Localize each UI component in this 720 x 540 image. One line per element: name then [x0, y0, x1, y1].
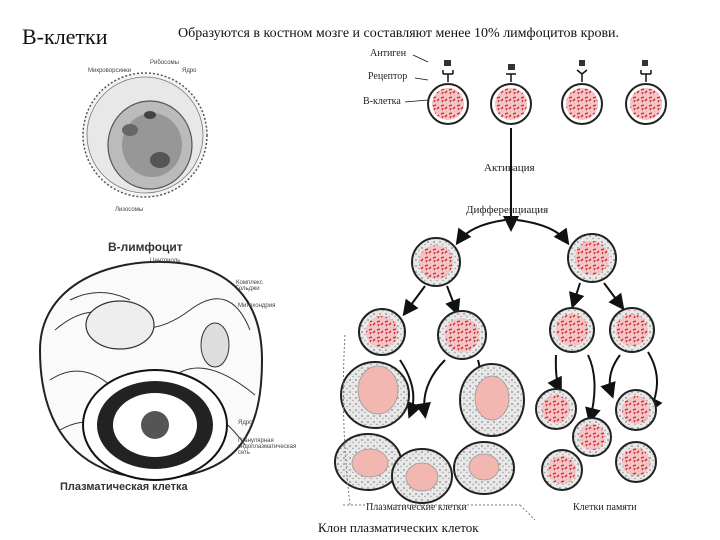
label-mito: Митохондрия: [238, 303, 276, 309]
legend-receptor: Рецептор: [368, 71, 408, 82]
label-plasma-cells: Плазматические клетки: [366, 502, 467, 513]
plasma-cell-title: Плазматическая клетка: [60, 481, 188, 493]
label-nucleus: Ядро: [238, 420, 253, 426]
page-title: В-клетки: [22, 24, 108, 49]
label-er: Гранулярная эндоплазматическая сеть: [238, 438, 297, 456]
memory-cells: [535, 388, 657, 491]
b-lymphocyte-title: В-лимфоцит: [108, 240, 183, 254]
legend-bcell: В-клетка: [363, 96, 401, 107]
plasma-cell-drawing: [38, 260, 264, 481]
label-microvilli: Микроворсинки: [88, 68, 132, 74]
label-golgi: Комплекс Гольджи: [236, 280, 263, 292]
initial-bcells: [427, 60, 667, 125]
plasma-cells: [334, 361, 525, 504]
page-subtitle: Образуются в костном мозге и составляют …: [178, 26, 620, 41]
label-memory-cells: Клетки памяти: [573, 502, 637, 513]
bcell-drawing: [82, 72, 208, 198]
label-ribosomes: Рибосомы: [150, 60, 179, 66]
step-differentiation: Дифференциация: [466, 204, 549, 216]
legend-antigen: Антиген: [370, 48, 407, 59]
footer-caption: Клон плазматических клеток: [318, 520, 479, 535]
step-activation: Активация: [484, 162, 535, 174]
label-lysosome: Лизосомы: [115, 207, 144, 213]
label-centriole: Центриоль: [150, 258, 181, 264]
label-nucleus-top: Ядро: [182, 68, 197, 74]
